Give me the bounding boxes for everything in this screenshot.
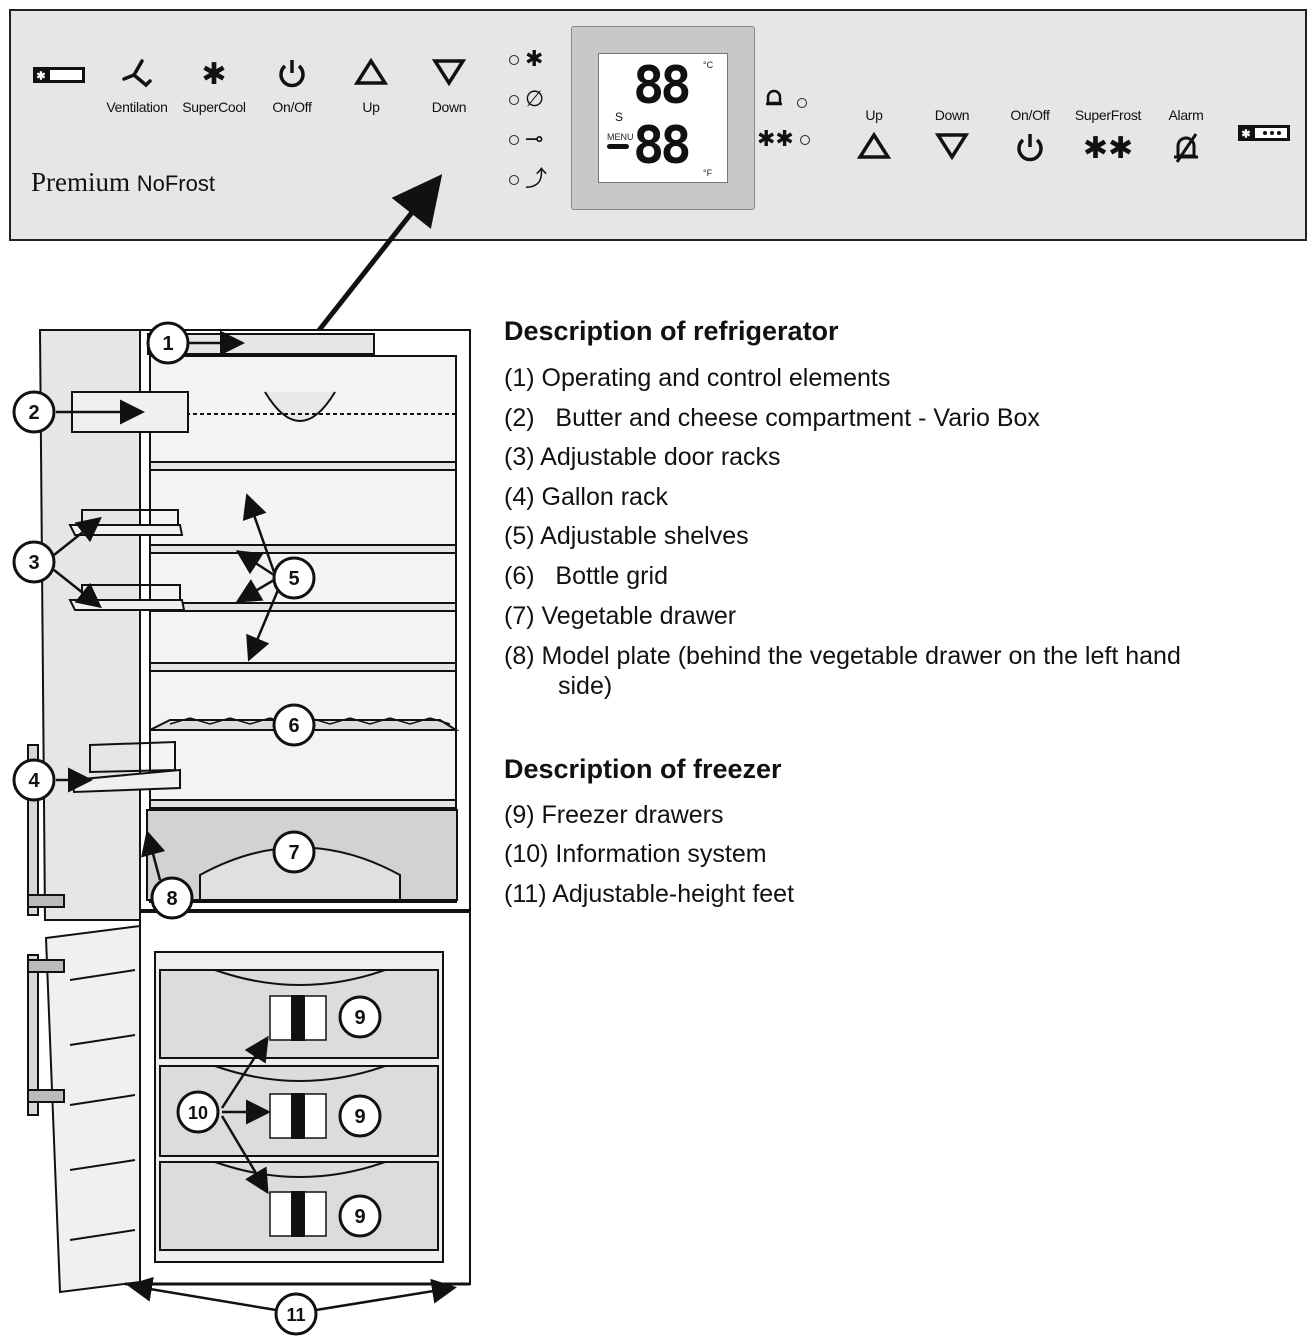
supercool-indicator-icon: ✱	[525, 46, 544, 71]
callout-label: 2	[28, 402, 39, 424]
list-item: (4) Gallon rack	[504, 483, 668, 511]
callout-4: 4	[12, 758, 56, 802]
ventilation-indicator-icon: ⤴	[525, 166, 548, 191]
fridge-cabinet	[139, 329, 471, 911]
callout-9: 9	[338, 995, 382, 1039]
list-item: (1) Operating and control elements	[504, 364, 891, 392]
indicator-ventilation: ⤴	[503, 167, 547, 191]
callout-label: 11	[286, 1305, 305, 1325]
indicator-supercool: ✱	[503, 47, 543, 71]
list-item: (8) Model plate (behind the vegetable dr…	[504, 642, 1181, 670]
supercool-icon: ✱	[201, 58, 227, 91]
callout-7: 7	[272, 830, 316, 874]
list-item: (6) Bottle grid	[504, 562, 668, 590]
callout-label: 4	[28, 770, 40, 792]
minus-segment	[607, 144, 629, 149]
control-panel: Premium NoFrost ✱ Ventilation ✱ SuperCoo…	[9, 9, 1307, 241]
callout-9: 9	[338, 1194, 382, 1238]
list-item: (2) Butter and cheese compartment - Vari…	[504, 404, 1040, 432]
superfrost-icon: ✱✱	[1082, 132, 1134, 165]
down-button-right[interactable]: Down	[914, 107, 990, 167]
fan-icon	[99, 57, 175, 93]
list-item: (5) Adjustable shelves	[504, 522, 749, 550]
leader-lines	[53, 330, 457, 1312]
display-top-digits: 88	[633, 56, 692, 116]
svg-text:✱: ✱	[36, 71, 45, 83]
on-off-button-right[interactable]: On/Off	[992, 107, 1068, 167]
svg-text:✱: ✱	[1241, 129, 1250, 141]
down-button-left[interactable]: Down	[411, 57, 487, 115]
callout-11: 11	[274, 1292, 318, 1336]
down-triangle-icon	[411, 57, 487, 93]
list-item: (3) Adjustable door racks	[504, 443, 781, 471]
battery-button-left[interactable]: ✱	[21, 57, 97, 93]
callout-label: 6	[288, 715, 299, 737]
brand-label: Premium NoFrost	[31, 167, 215, 197]
battery-button-right[interactable]: ✱	[1226, 107, 1302, 151]
callout-3: 3	[12, 540, 56, 584]
callout-10: 10	[176, 1090, 220, 1134]
superfrost-button[interactable]: SuperFrost ✱✱	[1070, 107, 1146, 167]
callout-5: 5	[272, 556, 316, 600]
callout-label: 10	[188, 1103, 208, 1123]
list-item: (7) Vegetable drawer	[504, 602, 737, 630]
callout-9: 9	[338, 1094, 382, 1138]
battery-icon: ✱	[21, 57, 97, 93]
callout-label: 9	[354, 1007, 365, 1029]
up-triangle-icon	[333, 57, 409, 93]
menu-label: MENU	[607, 132, 634, 142]
callouts: 1 2 3 4 5 6 7 8 9 9 9 10 11	[12, 321, 382, 1336]
freezer-door	[27, 924, 141, 1294]
list-item: (9) Freezer drawers	[504, 801, 724, 829]
power-icon	[254, 57, 330, 93]
refrigerator-heading: Description of refrigerator	[504, 316, 839, 346]
temperature-display: 88 88 °C °F S MENU	[598, 53, 728, 183]
indicator-superfrost: ✱✱	[757, 127, 816, 151]
indicator-key: ⊸	[503, 127, 543, 151]
callout-label: 9	[354, 1206, 365, 1228]
callout-label: 8	[166, 888, 177, 910]
display-frame: 88 88 °C °F S MENU	[571, 26, 755, 210]
callout-label: 1	[162, 333, 173, 355]
alarm-off-indicator-icon: ∅	[525, 86, 545, 111]
celsius-unit: °C	[703, 60, 714, 70]
alarm-off-icon	[1148, 131, 1224, 167]
on-off-button-left[interactable]: On/Off	[254, 57, 330, 115]
down-triangle-icon	[914, 131, 990, 167]
list-item: (11) Adjustable-height feet	[504, 880, 795, 908]
freezer-heading: Description of freezer	[504, 754, 782, 784]
up-button-left[interactable]: Up	[333, 57, 409, 115]
indicator-bell	[763, 87, 813, 114]
indicator-alarm-off: ∅	[503, 87, 544, 111]
key-indicator-icon: ⊸	[525, 126, 544, 151]
callout-1: 1	[146, 321, 190, 365]
list-item-continuation: side)	[558, 672, 613, 700]
power-icon	[992, 131, 1068, 167]
callout-2: 2	[12, 390, 56, 434]
superfrost-indicator-icon: ✱✱	[757, 126, 794, 151]
bell-indicator-icon	[763, 89, 791, 114]
display-bottom-digits: 88	[633, 116, 692, 176]
alarm-button[interactable]: Alarm	[1148, 107, 1224, 167]
supercool-button[interactable]: ✱ SuperCool	[176, 57, 252, 115]
callout-label: 7	[288, 842, 299, 864]
callout-6: 6	[272, 703, 316, 747]
up-button-right[interactable]: Up	[836, 107, 912, 167]
ventilation-button[interactable]: Ventilation	[99, 57, 175, 115]
callout-label: 3	[28, 552, 39, 574]
fahrenheit-unit: °F	[703, 168, 713, 178]
battery-icon: ✱	[1226, 115, 1302, 151]
callout-8: 8	[150, 876, 194, 920]
callout-label: 9	[354, 1106, 365, 1128]
list-item: (10) Information system	[504, 840, 767, 868]
up-triangle-icon	[836, 131, 912, 167]
s-label: S	[615, 110, 624, 124]
callout-label: 5	[288, 568, 299, 590]
